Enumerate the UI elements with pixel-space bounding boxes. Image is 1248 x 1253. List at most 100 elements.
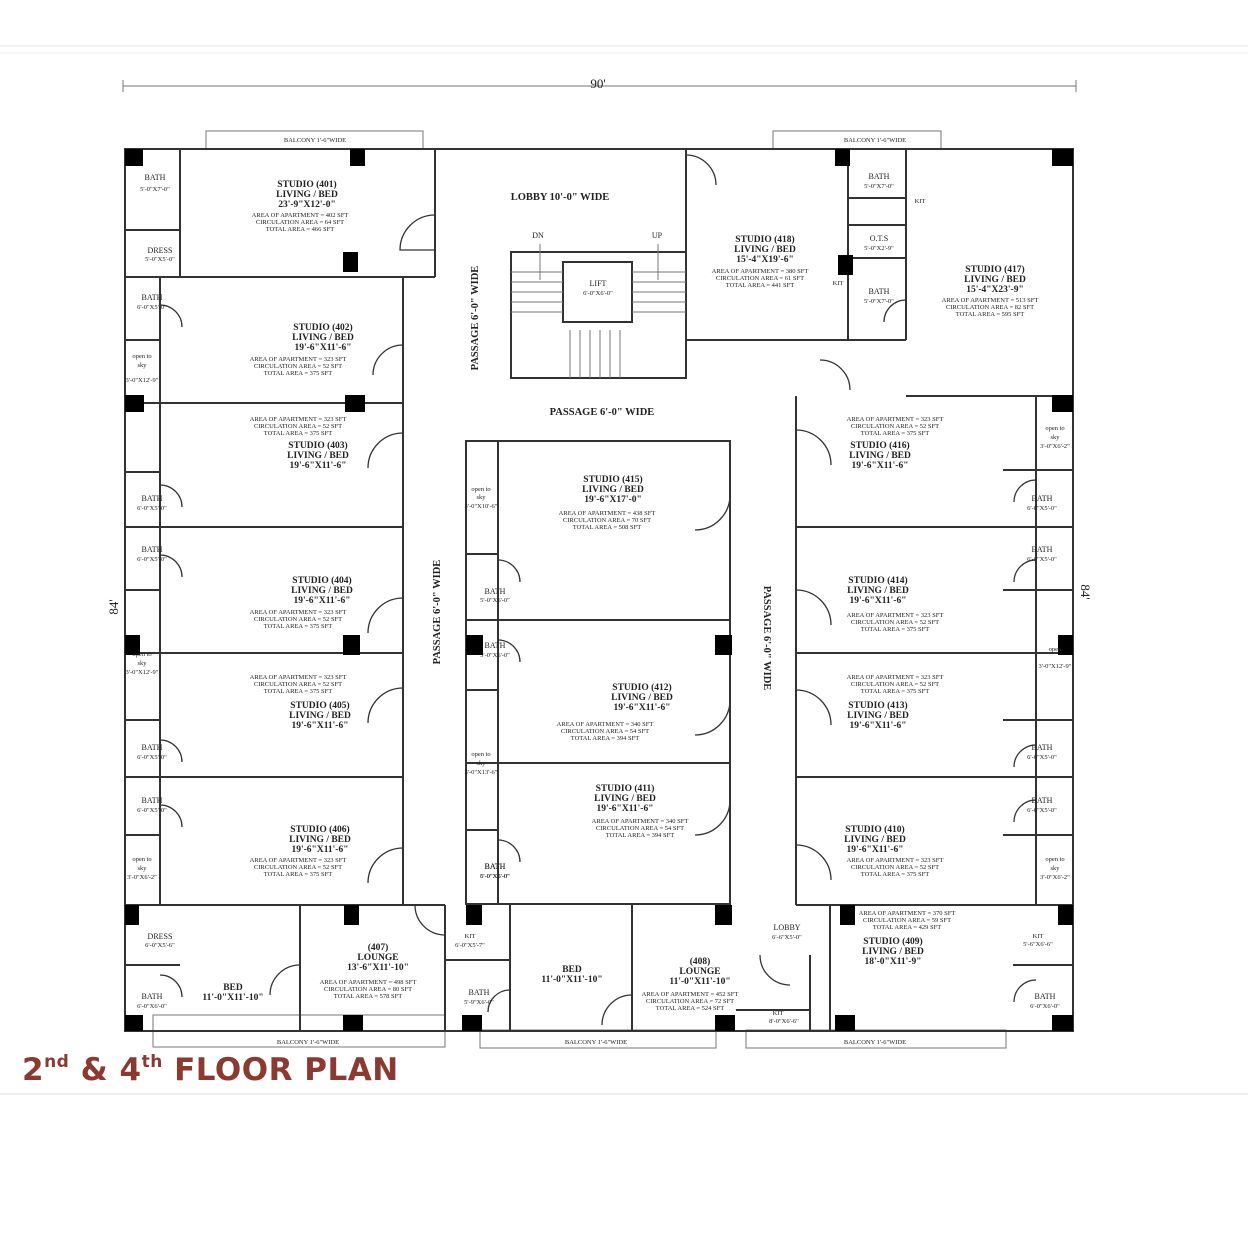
plan-label: AREA OF APARTMENT = 340 SFT bbox=[557, 721, 654, 728]
plan-label: TOTAL AREA = 375 SFT bbox=[264, 370, 333, 377]
plan-label: TOTAL AREA = 508 SFT bbox=[573, 524, 642, 531]
plan-label: PASSAGE 6'-0" WIDE bbox=[470, 266, 481, 371]
plan-label: sky bbox=[137, 362, 147, 369]
plan-label: BATH bbox=[142, 293, 163, 302]
plan-label: TOTAL AREA = 375 SFT bbox=[861, 626, 930, 633]
staircase bbox=[511, 244, 686, 378]
plan-label: BATH bbox=[485, 862, 506, 871]
title-part-2: & 4 bbox=[69, 1052, 142, 1088]
plan-label: AREA OF APARTMENT = 323 SFT bbox=[847, 674, 944, 681]
plan-label: TOTAL AREA = 394 SFT bbox=[606, 832, 675, 839]
plan-label: open to bbox=[1045, 856, 1064, 863]
plan-label: LIVING / BED bbox=[292, 333, 354, 343]
plan-label: AREA OF APARTMENT = 498 SFT bbox=[320, 979, 417, 986]
plan-label: 6'-0"X5'-0" bbox=[137, 505, 167, 512]
plan-label: STUDIO (410) bbox=[845, 824, 904, 835]
plan-label: CIRCULATION AREA = 52 SFT bbox=[254, 681, 342, 688]
plan-label: LOBBY bbox=[773, 923, 800, 932]
plan-label: BATH bbox=[1032, 743, 1053, 752]
plan-label: STUDIO (403) bbox=[288, 440, 347, 451]
plan-label: 19'-6"X11'-6" bbox=[852, 461, 909, 471]
plan-label: KIT bbox=[833, 280, 844, 287]
plan-label: 6'-0"X6'-0" bbox=[583, 290, 613, 297]
plan-label: 5'-0"X6'-0" bbox=[480, 597, 510, 604]
plan-label: CIRCULATION AREA = 82 SFT bbox=[946, 304, 1034, 311]
plan-label: AREA OF APARTMENT = 370 SFT bbox=[859, 910, 956, 917]
plan-label: 3'-0"X10'-6" bbox=[465, 503, 498, 510]
plan-label: BALCONY 1'-6"WIDE bbox=[284, 137, 346, 144]
plan-label: BATH bbox=[1032, 796, 1053, 805]
plan-label: AREA OF APARTMENT = 340 SFT bbox=[592, 818, 689, 825]
plan-label: TOTAL AREA = 375 SFT bbox=[264, 623, 333, 630]
plan-label: DRESS bbox=[148, 246, 173, 255]
plan-label: AREA OF APARTMENT = 402 SFT bbox=[252, 212, 349, 219]
plan-label: TOTAL AREA = 429 SFT bbox=[873, 924, 942, 931]
plan-label: 5'-0"X2'-9" bbox=[864, 245, 894, 252]
plan-label: 11'-0"X11'-10" bbox=[541, 975, 602, 985]
plan-label: TOTAL AREA = 375 SFT bbox=[861, 430, 930, 437]
plan-label: BATH bbox=[469, 988, 490, 997]
plan-label: AREA OF APARTMENT = 438 SFT bbox=[559, 510, 656, 517]
plan-label: 19'-6"X17'-0" bbox=[584, 495, 642, 505]
plan-label: 15'-4"X19'-6" bbox=[736, 255, 794, 265]
plan-label: 13'-6"X11'-10" bbox=[347, 963, 409, 973]
plan-label: BED bbox=[562, 965, 582, 975]
plan-label: AREA OF APARTMENT = 380 SFT bbox=[712, 268, 809, 275]
plan-label: TOTAL AREA = 524 SFT bbox=[656, 1005, 725, 1012]
plan-label: 6'-0"X6'-0" bbox=[1030, 1003, 1060, 1010]
plan-label: STUDIO (413) bbox=[848, 700, 907, 711]
plan-label: TOTAL AREA = 375 SFT bbox=[264, 871, 333, 878]
plan-label: TOTAL AREA = 441 SFT bbox=[726, 282, 795, 289]
plan-label: TOTAL AREA = 375 SFT bbox=[861, 688, 930, 695]
plan-label: open to bbox=[1045, 425, 1064, 432]
plan-label: open to bbox=[132, 856, 151, 863]
plan-label: DN bbox=[532, 231, 544, 240]
plan-label: BATH bbox=[869, 172, 890, 181]
plan-label: CIRCULATION AREA = 52 SFT bbox=[254, 864, 342, 871]
plan-label: STUDIO (405) bbox=[290, 700, 349, 711]
plan-label: 6'-0"X5'-6" bbox=[145, 942, 175, 949]
plan-label: LIVING / BED bbox=[276, 190, 338, 200]
plan-label: CIRCULATION AREA = 72 SFT bbox=[646, 998, 734, 1005]
plan-label: 19'-6"X11'-6" bbox=[292, 721, 349, 731]
plan-label: STUDIO (416) bbox=[850, 440, 909, 451]
plan-label: BALCONY 1'-6"WIDE bbox=[565, 1039, 627, 1046]
plan-label: UP bbox=[652, 231, 663, 240]
plan-label: LIVING / BED bbox=[964, 275, 1026, 285]
plan-label: STUDIO (418) bbox=[735, 234, 794, 245]
plan-label: LIFT bbox=[590, 279, 607, 288]
plan-label: STUDIO (404) bbox=[292, 575, 351, 586]
structural-columns bbox=[125, 149, 1073, 1031]
plan-label: BATH bbox=[142, 992, 163, 1001]
plan-label: 5'-0"X7'-0" bbox=[864, 298, 894, 305]
plan-label: AREA OF APARTMENT = 323 SFT bbox=[847, 857, 944, 864]
plan-label: AREA OF APARTMENT = 513 SFT bbox=[942, 297, 1039, 304]
plan-label: BATH bbox=[145, 173, 166, 182]
plan-label: BATH bbox=[142, 545, 163, 554]
plan-label: LOUNGE bbox=[679, 967, 720, 977]
dimension-height-right: 84' bbox=[1078, 584, 1093, 599]
plan-label: 3'-0"X12'-9" bbox=[126, 377, 159, 384]
plan-label: 3'-0"X6'-2" bbox=[127, 874, 157, 881]
plan-label: BALCONY 1'-6"WIDE bbox=[277, 1039, 339, 1046]
plan-label: 8'-0"X6'-6" bbox=[769, 1018, 799, 1025]
plan-label: TOTAL AREA = 394 SFT bbox=[571, 735, 640, 742]
plan-label: 6'-0"X5'-7" bbox=[455, 942, 485, 949]
plan-label: DRESS bbox=[148, 932, 173, 941]
floor-plan-title: 2nd & 4th FLOOR PLAN bbox=[22, 1052, 399, 1088]
plan-label: CIRCULATION AREA = 52 SFT bbox=[851, 423, 939, 430]
plan-label: CIRCULATION AREA = 52 SFT bbox=[851, 864, 939, 871]
plan-label: LIVING / BED bbox=[847, 586, 909, 596]
plan-label: 6'-0"X5'-0" bbox=[480, 873, 510, 880]
plan-label: 5'-9"X6'-0" bbox=[464, 999, 494, 1006]
plan-label: AREA OF APARTMENT = 323 SFT bbox=[847, 612, 944, 619]
plan-label: KIT bbox=[1033, 933, 1044, 940]
plan-label: LIVING / BED bbox=[289, 711, 351, 721]
plan-label: open to bbox=[471, 486, 490, 493]
plan-label: LIVING / BED bbox=[594, 794, 656, 804]
room-labels: BALCONY 1'-6"WIDE BALCONY 1'-6"WIDE BALCON… bbox=[126, 137, 1072, 1046]
plan-label: CIRCULATION AREA = 52 SFT bbox=[851, 619, 939, 626]
plan-label: CIRCULATION AREA = 54 SFT bbox=[561, 728, 649, 735]
plan-label: AREA OF APARTMENT = 323 SFT bbox=[250, 416, 347, 423]
plan-label: TOTAL AREA = 466 SFT bbox=[266, 226, 335, 233]
